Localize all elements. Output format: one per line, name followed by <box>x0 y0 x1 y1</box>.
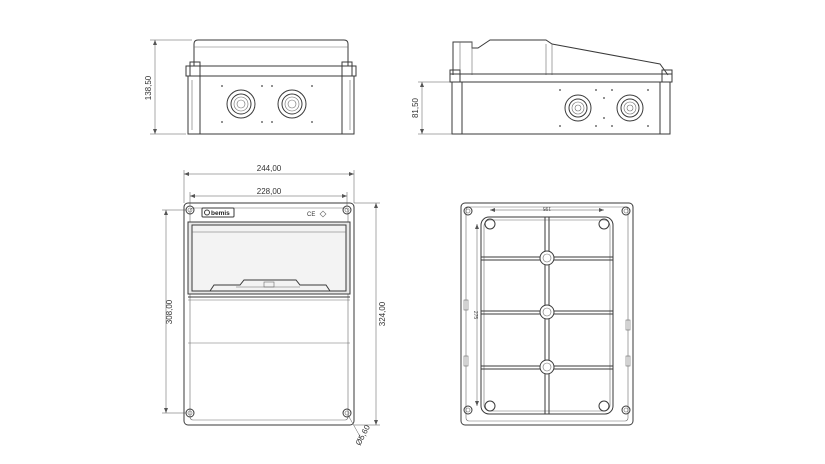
corner-screw-icon <box>463 405 473 415</box>
dim-label-308: 308,00 <box>165 299 174 324</box>
dimension-hole-diameter: Ø5,60 <box>347 414 372 447</box>
dim-label-195: 195 <box>543 205 552 211</box>
dim-label-244: 244,00 <box>257 164 282 173</box>
mounting-boss-icon <box>539 359 555 375</box>
window-latch <box>209 279 331 292</box>
dim-label-275: 275 <box>472 311 478 320</box>
dim-label-324: 324,00 <box>378 301 387 326</box>
back-rib-frame <box>480 216 614 415</box>
dim-label-hole: Ø5,60 <box>354 423 372 447</box>
dimension-outer-height: 324,00 <box>354 202 387 426</box>
front-outer-outline <box>183 202 355 426</box>
dim-label-228: 228,00 <box>257 187 282 196</box>
back-view: 195 275 <box>460 202 634 426</box>
corner-screw-icon <box>463 206 473 216</box>
dimension-height-front: 138,50 <box>144 39 192 135</box>
dimension-inner-height: 308,00 <box>162 209 186 414</box>
cable-gland-icon <box>226 89 256 119</box>
side-elevation-view: 81,50 <box>411 39 673 135</box>
side-lid-outline <box>452 39 669 76</box>
cable-gland-icon <box>564 94 592 122</box>
dim-label-81: 81,50 <box>411 97 420 118</box>
double-insulation-icon <box>319 210 327 218</box>
corner-screw-icon <box>621 405 631 415</box>
front-body-outline <box>187 75 355 135</box>
corner-screw-icon <box>621 206 631 216</box>
corner-screw-icon <box>342 408 352 418</box>
front-seal-band <box>185 65 357 77</box>
dimension-height-side: 81,50 <box>411 81 452 135</box>
corner-screw-icon <box>342 205 352 215</box>
back-outer-outline <box>460 202 634 426</box>
cable-gland-icon <box>616 94 644 122</box>
cable-gland-icon <box>277 89 307 119</box>
dimension-inner-width: 228,00 <box>189 187 348 206</box>
dim-label-138: 138,50 <box>144 75 153 100</box>
side-body-outline <box>451 81 671 135</box>
front-view: bemis CE 244,00 228,00 <box>162 164 387 447</box>
front-elevation-view: 138,50 <box>144 39 357 135</box>
dimension-back-height: 275 <box>472 224 479 406</box>
brand-logo: bemis <box>211 210 230 217</box>
front-lid-outline <box>193 39 349 66</box>
mounting-boss-icon <box>539 250 555 266</box>
ce-mark: CE <box>307 212 315 218</box>
dimension-outer-width: 244,00 <box>183 164 355 203</box>
dimension-back-width: 195 <box>490 205 604 212</box>
mounting-boss-icon <box>539 304 555 320</box>
